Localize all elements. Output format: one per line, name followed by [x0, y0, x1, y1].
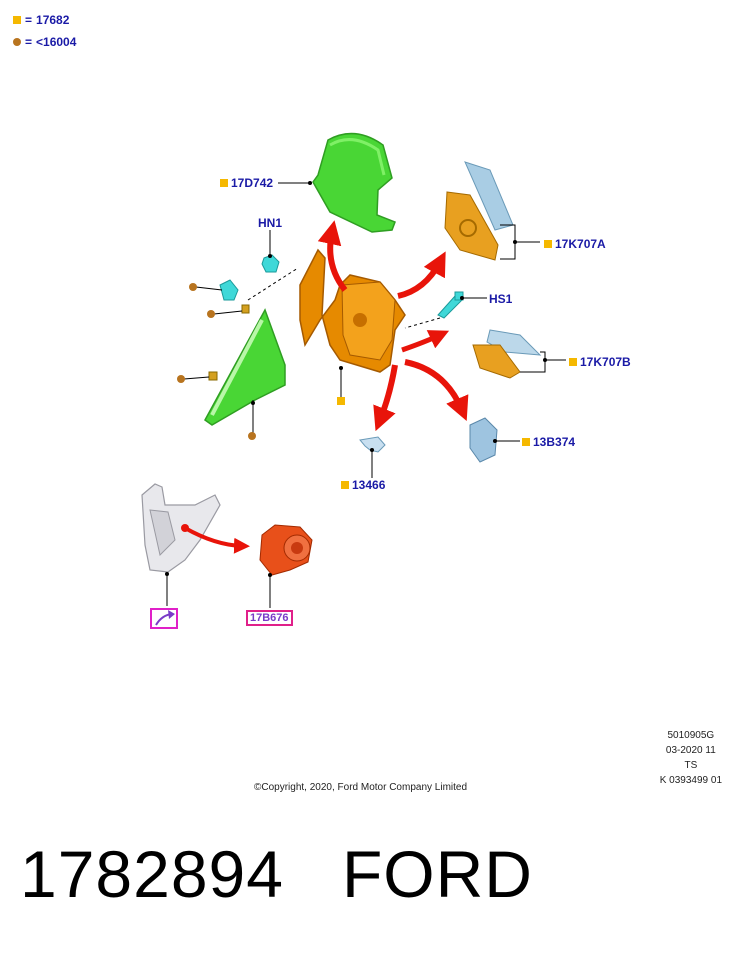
- callout-label: 17K707A: [555, 237, 606, 251]
- exploded-mirror-diagram: [141, 132, 566, 626]
- square-marker-icon: [220, 179, 228, 187]
- callout-13b374[interactable]: 13B374: [522, 435, 575, 449]
- legend-row-square: = 17682: [13, 13, 69, 27]
- part-number-heading: 1782894 FORD: [20, 837, 533, 911]
- callout-label: HN1: [258, 216, 283, 230]
- explode-arrow: [184, 526, 250, 554]
- meta-line: 5010905G: [667, 730, 715, 741]
- dot-marker-icon: [248, 432, 256, 440]
- callout-label: 17K707B: [580, 355, 631, 369]
- explode-arrow: [373, 364, 398, 432]
- legend-square-value: 17682: [36, 13, 70, 27]
- mirror-glass-b-part[interactable]: [472, 329, 542, 379]
- lamp-cover-part[interactable]: [469, 417, 498, 463]
- clip-part[interactable]: [241, 304, 250, 314]
- legend-dot-value: <16004: [36, 35, 77, 49]
- explode-arrow: [404, 359, 469, 422]
- screw-hs1-part[interactable]: [437, 291, 464, 319]
- nut-part[interactable]: [219, 279, 239, 301]
- square-marker-icon: [337, 397, 345, 405]
- leader-dot: [308, 181, 312, 185]
- callout-label: 17D742: [231, 176, 274, 190]
- link-box[interactable]: [150, 608, 178, 629]
- square-marker-icon: [341, 481, 349, 489]
- copyright-text: ©Copyright, 2020, Ford Motor Company Lim…: [254, 782, 468, 793]
- callout-label: 13B374: [533, 435, 576, 449]
- mirror-cover-part[interactable]: [312, 132, 396, 233]
- callout-17k707a[interactable]: 17K707A: [544, 237, 606, 251]
- square-marker-icon: [544, 240, 552, 248]
- square-marker-icon: [522, 438, 530, 446]
- lamp-part[interactable]: [259, 524, 313, 576]
- legend-row-dot: = <16004: [13, 35, 76, 49]
- meta-line: TS: [684, 760, 698, 771]
- callout-label: 13466: [352, 478, 386, 492]
- callout-17b676[interactable]: 17B676: [246, 610, 293, 626]
- callout-13466[interactable]: 13466: [341, 478, 385, 492]
- explode-arrow: [317, 220, 348, 292]
- mirror-base-bracket-part[interactable]: [141, 483, 221, 573]
- meta-line: 03-2020 11: [665, 745, 716, 756]
- callout-hs1[interactable]: HS1: [489, 292, 512, 306]
- meta-line: K 0393499 01: [659, 775, 722, 786]
- square-marker-icon: [569, 358, 577, 366]
- callout-17d742[interactable]: 17D742: [220, 176, 273, 190]
- drawing-meta: 5010905G 03-2020 11 TS K 0393499 01: [660, 728, 722, 788]
- clip-part[interactable]: [208, 371, 218, 381]
- legend-equals: =: [25, 35, 33, 49]
- mirror-housing-part[interactable]: [299, 248, 406, 373]
- explode-arrow: [397, 251, 446, 299]
- mirror-glass-green-part[interactable]: [204, 308, 286, 426]
- callout-hn1[interactable]: HN1: [258, 216, 282, 230]
- callout-label: HS1: [489, 292, 513, 306]
- clip-13466-part[interactable]: [359, 436, 386, 453]
- mirror-glass-a-part[interactable]: [444, 161, 514, 261]
- screw-hn1-part[interactable]: [261, 254, 280, 273]
- callout-17k707b[interactable]: 17K707B: [569, 355, 631, 369]
- square-marker-icon: [13, 16, 21, 24]
- explode-arrow: [401, 330, 450, 353]
- dot-marker-icon: [13, 38, 21, 46]
- legend-equals: =: [25, 13, 33, 27]
